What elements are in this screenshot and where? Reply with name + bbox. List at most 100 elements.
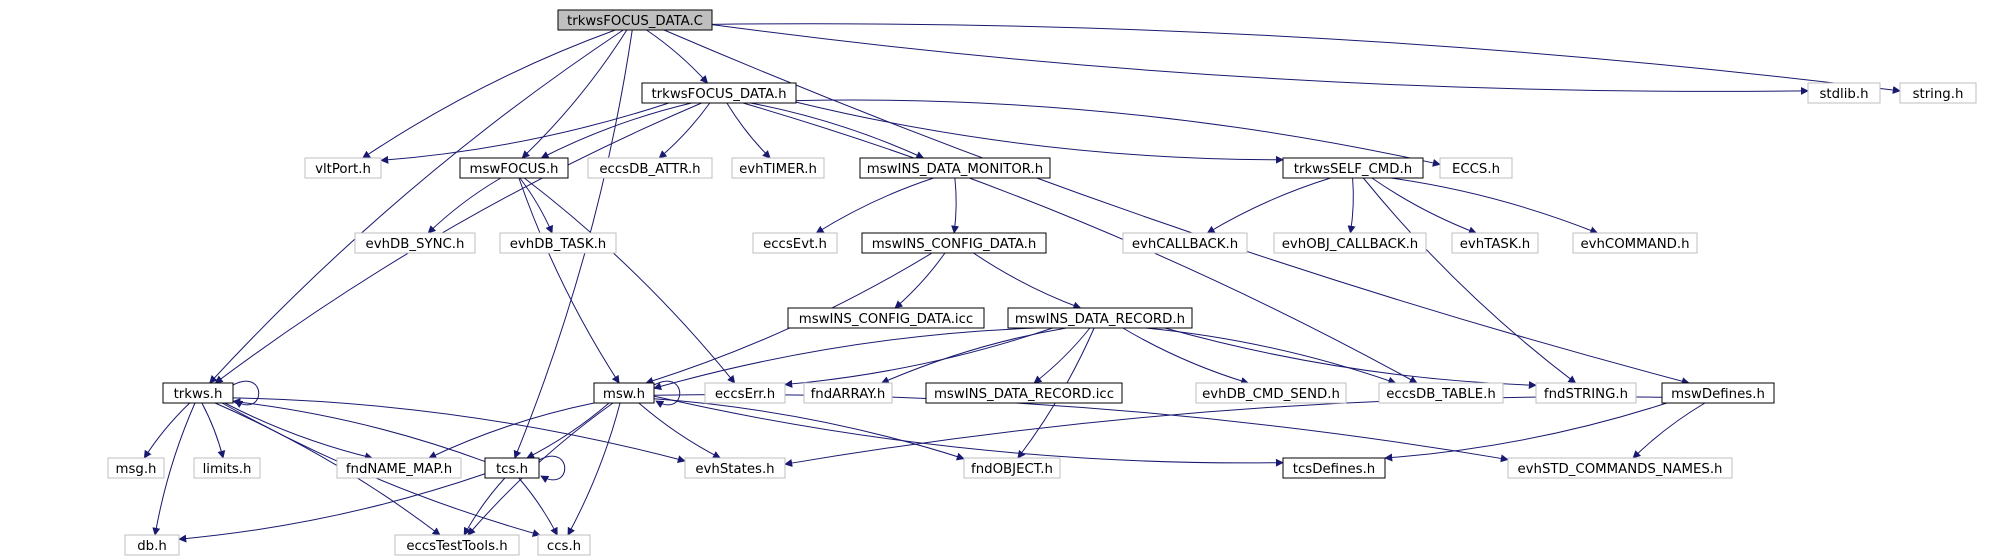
edge-msw_h-to-tcs_h [526,402,610,459]
node-box [394,534,520,556]
node-tcs-h[interactable]: tcs.h [484,457,540,479]
node-msw-h[interactable]: msw.h [593,382,655,404]
edge-trkws_h-to-limits_h [201,402,226,459]
node-label: ECCS.h [1452,162,1500,177]
node-evhDB-CMD-SEND-h: evhDB_CMD_SEND.h [1195,382,1347,404]
node-root[interactable]: trkwsFOCUS_DATA.C [557,9,713,31]
node-box [752,232,838,254]
node-label: mswINS_CONFIG_DATA.icc [799,312,974,327]
node-label: evhDB_CMD_SEND.h [1202,387,1340,402]
node-label: msw.h [603,387,645,402]
node-label: trkwsFOCUS_DATA.h [651,87,786,102]
node-label: mswDefines.h [1671,387,1765,402]
edge-mswINS_DATA_RECORD_h-to-eccsDB_TABLE_h [1145,327,1397,385]
node-label: evhStates.h [695,462,774,477]
edge-msw_h-to-fndOBJECT_h [653,398,965,461]
node-mswINS-DATA-RECORD-icc[interactable]: mswINS_DATA_RECORD.icc [925,382,1123,404]
node-box [859,157,1051,179]
node-box [1899,82,1977,104]
node-box [963,457,1061,479]
node-box [803,382,893,404]
edge-mswINS_DATA_RECORD_h-to-eccsErr_h [784,327,1053,388]
node-box [193,457,261,479]
node-mswINS-DATA-RECORD-h[interactable]: mswINS_DATA_RECORD.h [1007,307,1193,329]
edge-root-to-mswDefines_h [663,29,1690,386]
node-evhCALLBACK-h: evhCALLBACK.h [1122,232,1248,254]
edge-mswINS_DATA_RECORD_h-to-evhDB_CMD_SEND_h [1122,327,1249,385]
node-stdlib-h: stdlib.h [1807,82,1881,104]
edge-root-to-vltPort_h [362,29,616,159]
node-label: string.h [1913,87,1964,102]
edge-mswINS_CONFIG_DATA_h-to-mswINS_CONFIG_DATA_icc [894,252,946,309]
node-eccsDB-TABLE-h: eccsDB_TABLE.h [1378,382,1504,404]
node-label: db.h [137,539,167,554]
node-trkws-h[interactable]: trkws.h [162,382,234,404]
edge-mswINS_DATA_MONITOR_h-to-eccsEvt_h [815,177,934,234]
edge-msw_h-to-fndNAME_MAP_h [428,402,595,459]
edge-root-to-trkws_h [209,29,624,384]
edge-trkws_h-to-trkws_h [232,380,260,409]
node-label: trkwsSELF_CMD.h [1294,162,1412,177]
node-box [1195,382,1347,404]
edge-mswINS_DATA_MONITOR_h-to-mswINS_CONFIG_DATA_h [951,177,960,234]
edge-trkwsFOCUS_DATA_h-to-eccsDB_ATTR_h [658,102,711,159]
node-evhTIMER-h: evhTIMER.h [731,157,825,179]
edge-trkws_h-to-msg_h [143,402,191,459]
node-mswINS-CONFIG-DATA-h[interactable]: mswINS_CONFIG_DATA.h [861,232,1047,254]
edge-trkwsFOCUS_DATA_h-to-mswINS_DATA_MONITOR_h [750,102,925,159]
node-mswDefines-h[interactable]: mswDefines.h [1661,382,1775,404]
edge-root-to-string_h [711,23,1901,94]
node-box [1273,232,1427,254]
edge-trkwsFOCUS_DATA_h-to-trkws_h [214,102,702,384]
edge-tcs_h-to-eccsTestTools_h [463,477,506,536]
node-evhCOMMAND-h: evhCOMMAND.h [1572,232,1698,254]
edge-msw_h-to-evhSTD_COMMANDS_NAMES_h [653,394,1509,463]
node-evhTASK-h: evhTASK.h [1451,232,1539,254]
node-label: mswINS_DATA_RECORD.icc [934,387,1114,402]
node-label: msg.h [116,462,157,477]
node-fndARRAY-h: fndARRAY.h [803,382,893,404]
node-fndSTRING-h: fndSTRING.h [1535,382,1637,404]
edge-trkws_h-to-fndNAME_MAP_h [224,402,373,461]
node-trkwsSELF-CMD-h[interactable]: trkwsSELF_CMD.h [1282,157,1424,179]
edge-msw_h-to-tcsDefines_h [653,395,1284,467]
node-box [1451,232,1539,254]
edge-trkws_h-to-ccs_h [221,402,541,537]
node-label: evhTASK.h [1460,237,1530,252]
edge-trkwsFOCUS_DATA_h-to-evhTIMER_h [726,102,771,159]
node-box [459,157,569,179]
node-box [499,232,617,254]
edge-mswINS_DATA_RECORD_h-to-fndSTRING_h [1164,327,1537,390]
node-label: mswINS_DATA_MONITOR.h [867,162,1043,177]
node-box [336,457,462,479]
node-mswFOCUS-h[interactable]: mswFOCUS.h [459,157,569,179]
node-box [1572,232,1698,254]
edge-mswDefines_h-to-evhSTD_COMMANDS_NAMES_h [1632,402,1706,459]
edge-mswFOCUS_h-to-evhDB_SYNC_h [427,177,502,234]
node-label: tcs.h [496,462,528,477]
node-label: mswINS_CONFIG_DATA.h [872,237,1037,252]
node-evhSTD-COMMANDS-NAMES-h: evhSTD_COMMANDS_NAMES.h [1507,457,1733,479]
node-label: evhSTD_COMMANDS_NAMES.h [1517,462,1722,477]
node-box [587,157,713,179]
node-tcsDefines-h[interactable]: tcsDefines.h [1282,457,1386,479]
node-limits-h: limits.h [193,457,261,479]
edge-root-to-trkwsFOCUS_DATA_h [646,29,709,84]
node-box [925,382,1123,404]
edge-msw_h-to-ccs_h [567,402,621,536]
node-mswINS-DATA-MONITOR-h[interactable]: mswINS_DATA_MONITOR.h [859,157,1051,179]
node-box [484,457,540,479]
node-fndNAME-MAP-h: fndNAME_MAP.h [336,457,462,479]
node-box [787,307,985,329]
node-box [354,232,476,254]
node-evhOBJ-CALLBACK-h: evhOBJ_CALLBACK.h [1273,232,1427,254]
edge-trkwsSELF_CMD_h-to-evhCALLBACK_h [1206,177,1331,234]
node-label: eccsEvt.h [763,237,827,252]
node-label: fndOBJECT.h [971,462,1053,477]
node-trkwsFOCUS-DATA-h[interactable]: trkwsFOCUS_DATA.h [641,82,797,104]
node-mswINS-CONFIG-DATA-icc[interactable]: mswINS_CONFIG_DATA.icc [787,307,985,329]
node-label: fndSTRING.h [1544,387,1628,402]
node-label: eccsErr.h [715,387,775,402]
node-label: evhDB_SYNC.h [366,237,465,252]
